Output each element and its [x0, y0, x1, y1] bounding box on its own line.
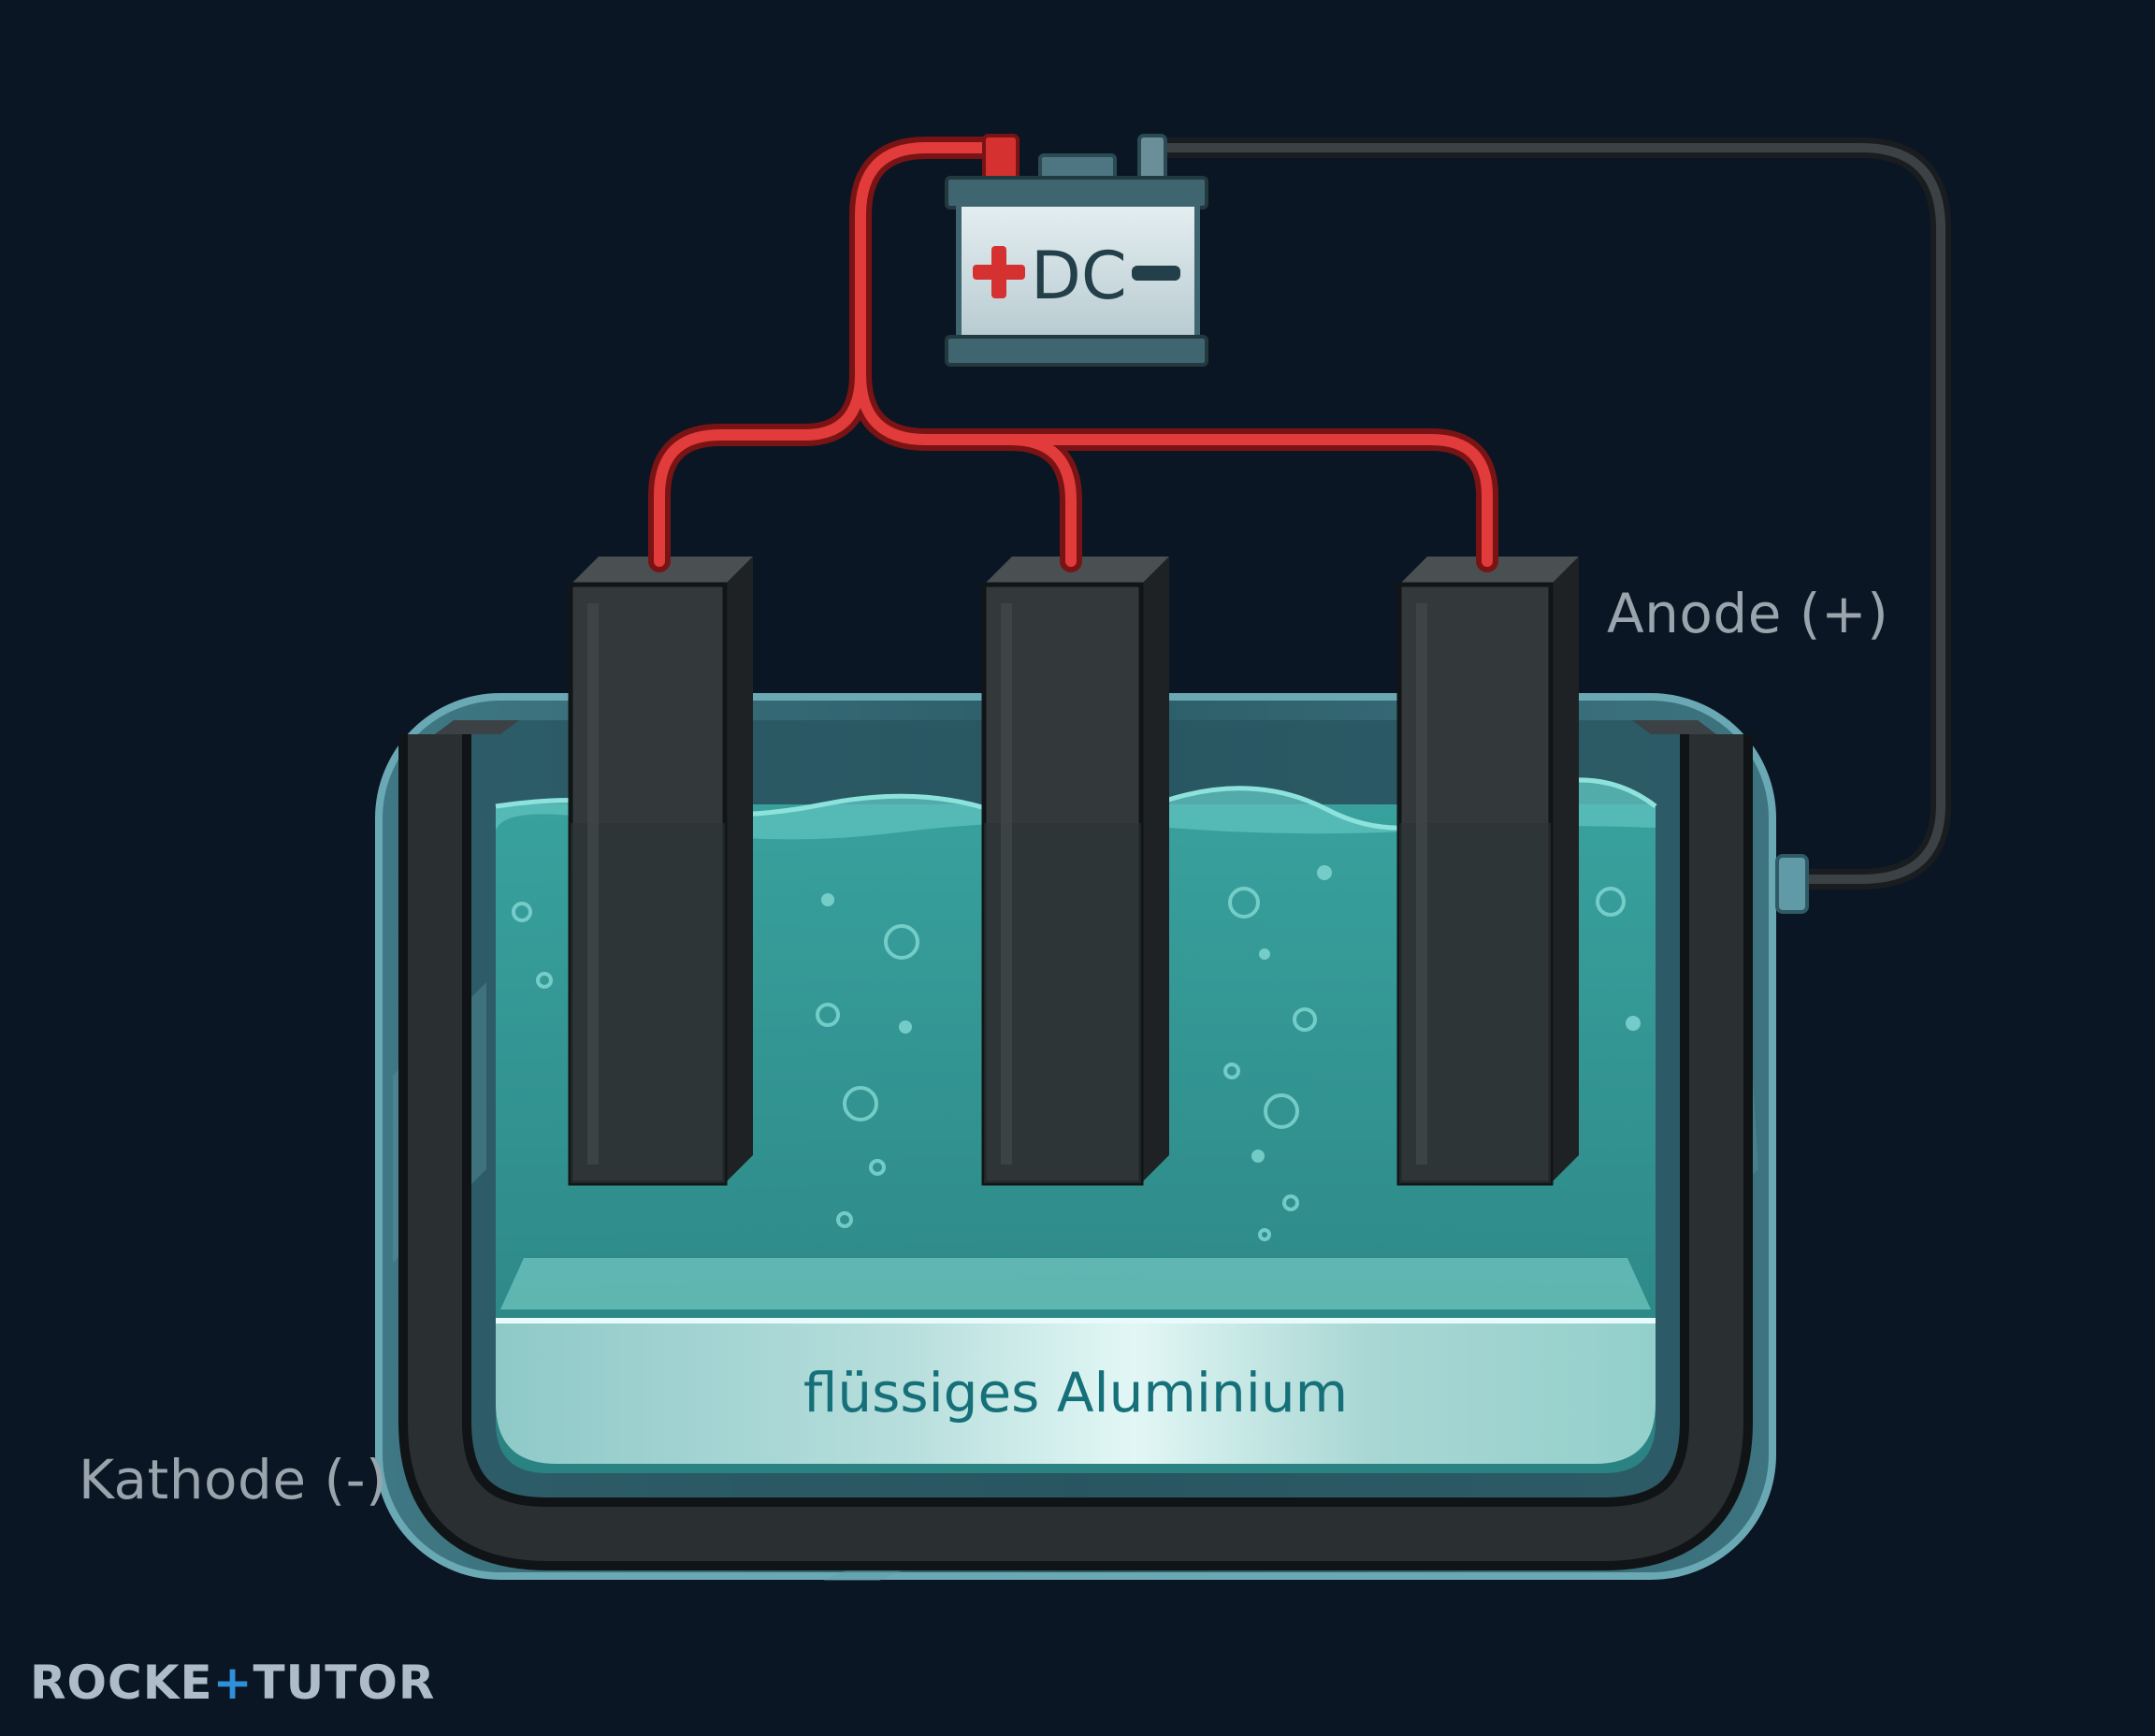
logo-plus: +: [212, 1656, 253, 1710]
dc-label: DC: [1031, 238, 1127, 314]
tank-terminal: [1775, 854, 1809, 914]
logo-text-1: ROCKE: [30, 1656, 213, 1710]
cathode-lining: [398, 720, 1753, 1570]
minus-sign-icon: [1132, 266, 1180, 281]
positive-wires: [648, 137, 1498, 572]
liquid-aluminium-layer: [496, 1258, 1656, 1464]
cathode-label: Kathode (-): [79, 1448, 388, 1512]
dc-power-source: [945, 134, 1208, 367]
anode-block-1: [568, 557, 753, 1186]
anode-block-2: [981, 557, 1169, 1186]
logo-text-2: TUTOR: [253, 1656, 436, 1710]
gas-bubbles: [512, 865, 1641, 1241]
negative-terminal: [1137, 134, 1167, 182]
positive-terminal: [982, 134, 1020, 182]
anode-label: Anode (+): [1607, 582, 1889, 645]
anode-block-3: [1396, 557, 1579, 1186]
liquid-aluminium-label: flüssiges Aluminium: [803, 1361, 1349, 1425]
plus-sign-icon: [973, 246, 1025, 298]
brand-logo: ROCKE+TUTOR: [30, 1656, 435, 1710]
